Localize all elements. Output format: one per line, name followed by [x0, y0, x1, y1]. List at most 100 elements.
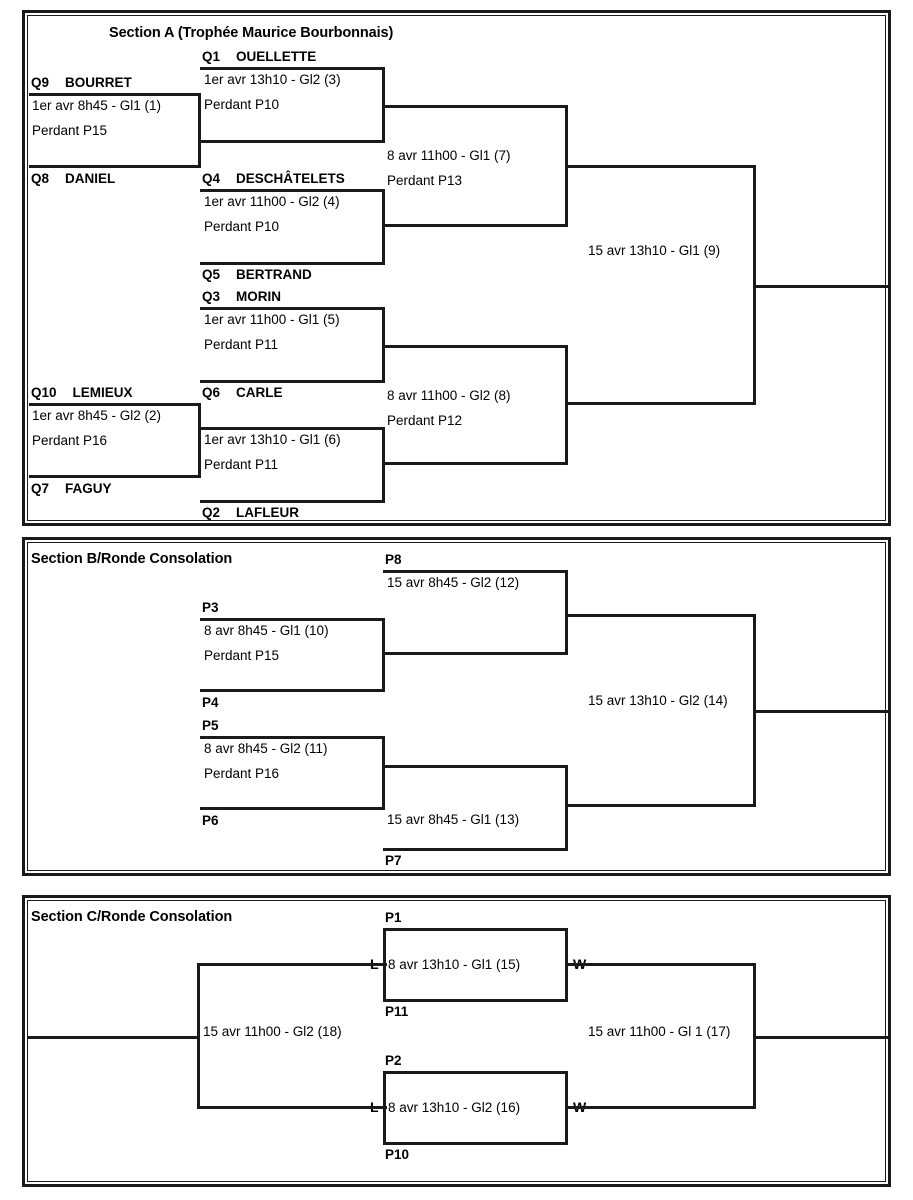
seed-q3: Q3 MORIN [202, 289, 281, 304]
match-b10-when: 8 avr 8h45 - Gl1 (10) [204, 623, 329, 638]
seed-q6-code: Q6 [202, 385, 221, 400]
match-a5-loser: Perdant P11 [204, 337, 279, 352]
section-a-champion-stub [753, 285, 890, 288]
match-a1-bracket [29, 93, 201, 168]
seed-q4-code: Q4 [202, 171, 221, 186]
seed-p5: P5 [202, 718, 219, 733]
section-a-title: Section A (Trophée Maurice Bourbonnais) [109, 25, 394, 41]
seed-p4-code: P4 [202, 695, 219, 710]
seed-q8-name: DANIEL [65, 171, 116, 186]
match-b11-loser: Perdant P16 [204, 766, 280, 781]
match-c16-when: 8 avr 13h10 - Gl2 (16) [388, 1100, 521, 1115]
seed-q9-name: BOURRET [65, 75, 132, 90]
seed-p2: P2 [385, 1053, 402, 1068]
match-b11-bracket [200, 736, 385, 810]
section-c-winner-stub [753, 1036, 890, 1039]
match-a7-when: 8 avr 11h00 - Gl1 (7) [387, 148, 511, 163]
seed-q8: Q8 DANIEL [31, 171, 115, 186]
seed-p11-code: P11 [385, 1004, 409, 1019]
match-a7-bracket [383, 105, 568, 227]
seed-p4: P4 [202, 695, 219, 710]
seed-p6: P6 [202, 813, 219, 828]
seed-q2: Q2 LAFLEUR [202, 505, 299, 520]
section-c-title: Section C/Ronde Consolation [31, 909, 233, 925]
match-b12-when: 15 avr 8h45 - Gl2 (12) [387, 575, 520, 590]
seed-p7-code: P7 [385, 853, 402, 868]
match-a6-bracket [200, 427, 385, 503]
seed-q7-name: FAGUY [65, 481, 112, 496]
match-a9-when: 15 avr 13h10 - Gl1 (9) [588, 243, 721, 258]
seed-p8: P8 [385, 552, 402, 567]
match-b10-loser: Perdant P15 [204, 648, 280, 663]
seed-q8-code: Q8 [31, 171, 50, 186]
seed-p8-code: P8 [385, 552, 402, 567]
seed-q2-code: Q2 [202, 505, 221, 520]
section-c-panel-inner-border [27, 900, 886, 1182]
seed-q2-name: LAFLEUR [236, 505, 300, 520]
seed-p2-code: P2 [385, 1053, 402, 1068]
match-c15-when: 8 avr 13h10 - Gl1 (15) [388, 957, 521, 972]
match-a6-loser: Perdant P11 [204, 457, 279, 472]
seed-q3-code: Q3 [202, 289, 221, 304]
seed-q4: Q4 DESCHÂTELETS [202, 171, 345, 186]
seed-q1: Q1 OUELLETTE [202, 49, 316, 64]
seed-q1-name: OUELLETTE [236, 49, 317, 64]
seed-p10-code: P10 [385, 1147, 410, 1162]
seed-q7-code: Q7 [31, 481, 50, 496]
section-a-panel: Section A (Trophée Maurice Bourbonnais) … [22, 10, 891, 526]
match-a8-bracket [383, 345, 568, 465]
section-c-panel: Section C/Ronde Consolation P1 L 8 avr 1… [22, 895, 891, 1187]
match-a3-when: 1er avr 13h10 - Gl2 (3) [204, 72, 341, 87]
section-c-loser-stub [27, 1036, 199, 1039]
match-c18-when: 15 avr 11h00 - Gl2 (18) [203, 1024, 342, 1039]
seed-p1-code: P1 [385, 910, 402, 925]
seed-q5-name: BERTRAND [236, 267, 312, 282]
match-b14-bracket [566, 614, 756, 807]
match-a1-when: 1er avr 8h45 - Gl1 (1) [32, 98, 162, 113]
seed-p3: P3 [202, 600, 219, 615]
seed-q4-name: DESCHÂTELETS [236, 171, 345, 186]
seed-p3-code: P3 [202, 600, 219, 615]
match-b13-bracket [383, 765, 568, 851]
section-a-stage: Section A (Trophée Maurice Bourbonnais) … [25, 13, 890, 523]
match-a2-when: 1er avr 8h45 - Gl2 (2) [32, 408, 162, 423]
seed-p7: P7 [385, 853, 402, 868]
seed-q10-name: LEMIEUX [72, 385, 133, 400]
match-a2-bracket [29, 403, 201, 478]
seed-q7: Q7 FAGUY [31, 481, 112, 496]
match-a7-loser: Perdant P13 [387, 173, 463, 188]
section-b-panel: Section B/Ronde Consolation P3 8 avr 8h4… [22, 537, 891, 876]
section-c-stage: Section C/Ronde Consolation P1 L 8 avr 1… [25, 898, 890, 1184]
match-a4-bracket [200, 189, 385, 265]
seed-p11: P11 [385, 1004, 408, 1019]
seed-p10: P10 [385, 1147, 409, 1162]
seed-p6-code: P6 [202, 813, 219, 828]
seed-p1: P1 [385, 910, 402, 925]
section-b-stage: Section B/Ronde Consolation P3 8 avr 8h4… [25, 540, 890, 873]
match-b14-when: 15 avr 13h10 - Gl2 (14) [588, 693, 728, 708]
match-b13-when: 15 avr 8h45 - Gl1 (13) [387, 812, 520, 827]
match-a4-when: 1er avr 11h00 - Gl2 (4) [204, 194, 340, 209]
match-a1-loser: Perdant P15 [32, 123, 108, 138]
match-a5-when: 1er avr 11h00 - Gl1 (5) [204, 312, 340, 327]
match-a8-loser: Perdant P12 [387, 413, 463, 428]
match-b12-bracket [383, 570, 568, 655]
match-a8-when: 8 avr 11h00 - Gl2 (8) [387, 388, 511, 403]
match-a4-loser: Perdant P10 [204, 219, 280, 234]
match-a2-loser: Perdant P16 [32, 433, 108, 448]
match-a3-loser: Perdant P10 [204, 97, 280, 112]
section-b-panel-inner-border [27, 542, 886, 871]
match-b11-when: 8 avr 8h45 - Gl2 (11) [204, 741, 328, 756]
match-b10-bracket [200, 618, 385, 692]
section-b-title: Section B/Ronde Consolation [31, 551, 233, 567]
seed-q1-code: Q1 [202, 49, 221, 64]
seed-q3-name: MORIN [236, 289, 282, 304]
seed-p5-code: P5 [202, 718, 219, 733]
match-c17-when: 15 avr 11h00 - Gl 1 (17) [588, 1024, 731, 1039]
match-a9-bracket [566, 165, 756, 405]
